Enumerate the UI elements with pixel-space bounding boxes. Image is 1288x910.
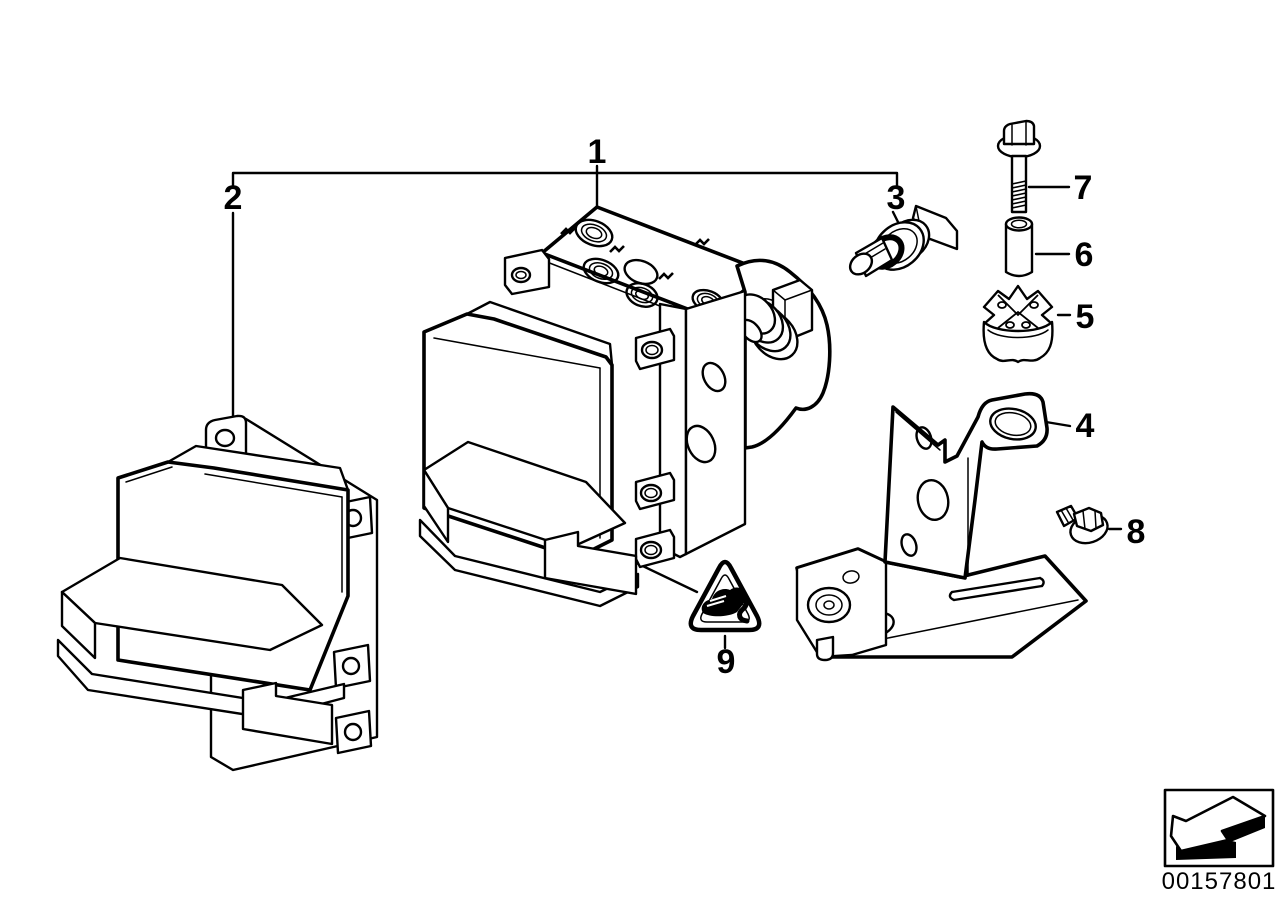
mount-grooves [997, 294, 1039, 329]
bracket-upright [883, 391, 1049, 580]
lug-hole [341, 656, 361, 676]
plug-socket [241, 681, 334, 746]
callout-7[interactable]: 7 [1074, 169, 1093, 207]
bolt-thread [1011, 180, 1027, 209]
callout-6[interactable]: 6 [1075, 236, 1094, 274]
callout-numbers: 1 2 3 4 5 6 7 8 9 [224, 133, 1146, 681]
bolt-head [1002, 119, 1036, 146]
part-5-rubber-mount-drawing[interactable] [982, 284, 1054, 364]
hand-shock-symbol [701, 587, 750, 624]
part-8-screw-drawing[interactable] [1055, 504, 1111, 548]
base-slot [948, 576, 1045, 602]
callout-1[interactable]: 1 [588, 133, 607, 171]
part-2-control-unit-drawing[interactable] [56, 414, 379, 772]
lug-hole [343, 722, 363, 742]
part-6-spacer-sleeve-drawing[interactable] [1004, 216, 1034, 278]
screw-head [1072, 506, 1105, 533]
block-bore [685, 424, 717, 464]
callout-3[interactable]: 3 [887, 179, 906, 217]
sensor-connector [911, 204, 959, 251]
direction-arrow-icon [1169, 795, 1267, 860]
mount-lugs [634, 327, 676, 569]
part-7-bolt-drawing[interactable] [996, 119, 1042, 214]
callout-2[interactable]: 2 [224, 179, 243, 217]
plug-socket [543, 530, 638, 596]
mount-lug [503, 248, 551, 296]
callout-5[interactable]: 5 [1076, 298, 1095, 336]
bracket-hole [915, 426, 933, 450]
leader-line-4 [1044, 420, 1072, 428]
bracket-hole [916, 478, 950, 522]
lug-hole [214, 428, 236, 448]
callout-4[interactable]: 4 [1076, 407, 1095, 445]
bracket-hole [900, 533, 918, 557]
callout-9[interactable]: 9 [717, 643, 736, 681]
valve-block-face [684, 289, 747, 556]
part-4-bracket-drawing[interactable] [795, 391, 1088, 662]
grommet [806, 586, 852, 624]
ear-hole [989, 407, 1037, 441]
locator-pin [815, 635, 835, 662]
nav-arrow-box[interactable]: 00157801 [1162, 788, 1277, 895]
callout-8[interactable]: 8 [1127, 513, 1146, 551]
callout-bracket-line [231, 171, 899, 188]
block-bore [701, 361, 727, 393]
brake-line-ports [574, 218, 725, 314]
torx-screw [510, 266, 532, 284]
attached-control-unit [418, 300, 640, 608]
part-1-hydro-unit-drawing[interactable] [418, 205, 832, 608]
part-3-pressure-sensor-drawing[interactable] [846, 204, 959, 279]
part-9-warning-label-drawing[interactable] [688, 559, 762, 633]
doc-number: 00157801 [1162, 868, 1277, 895]
